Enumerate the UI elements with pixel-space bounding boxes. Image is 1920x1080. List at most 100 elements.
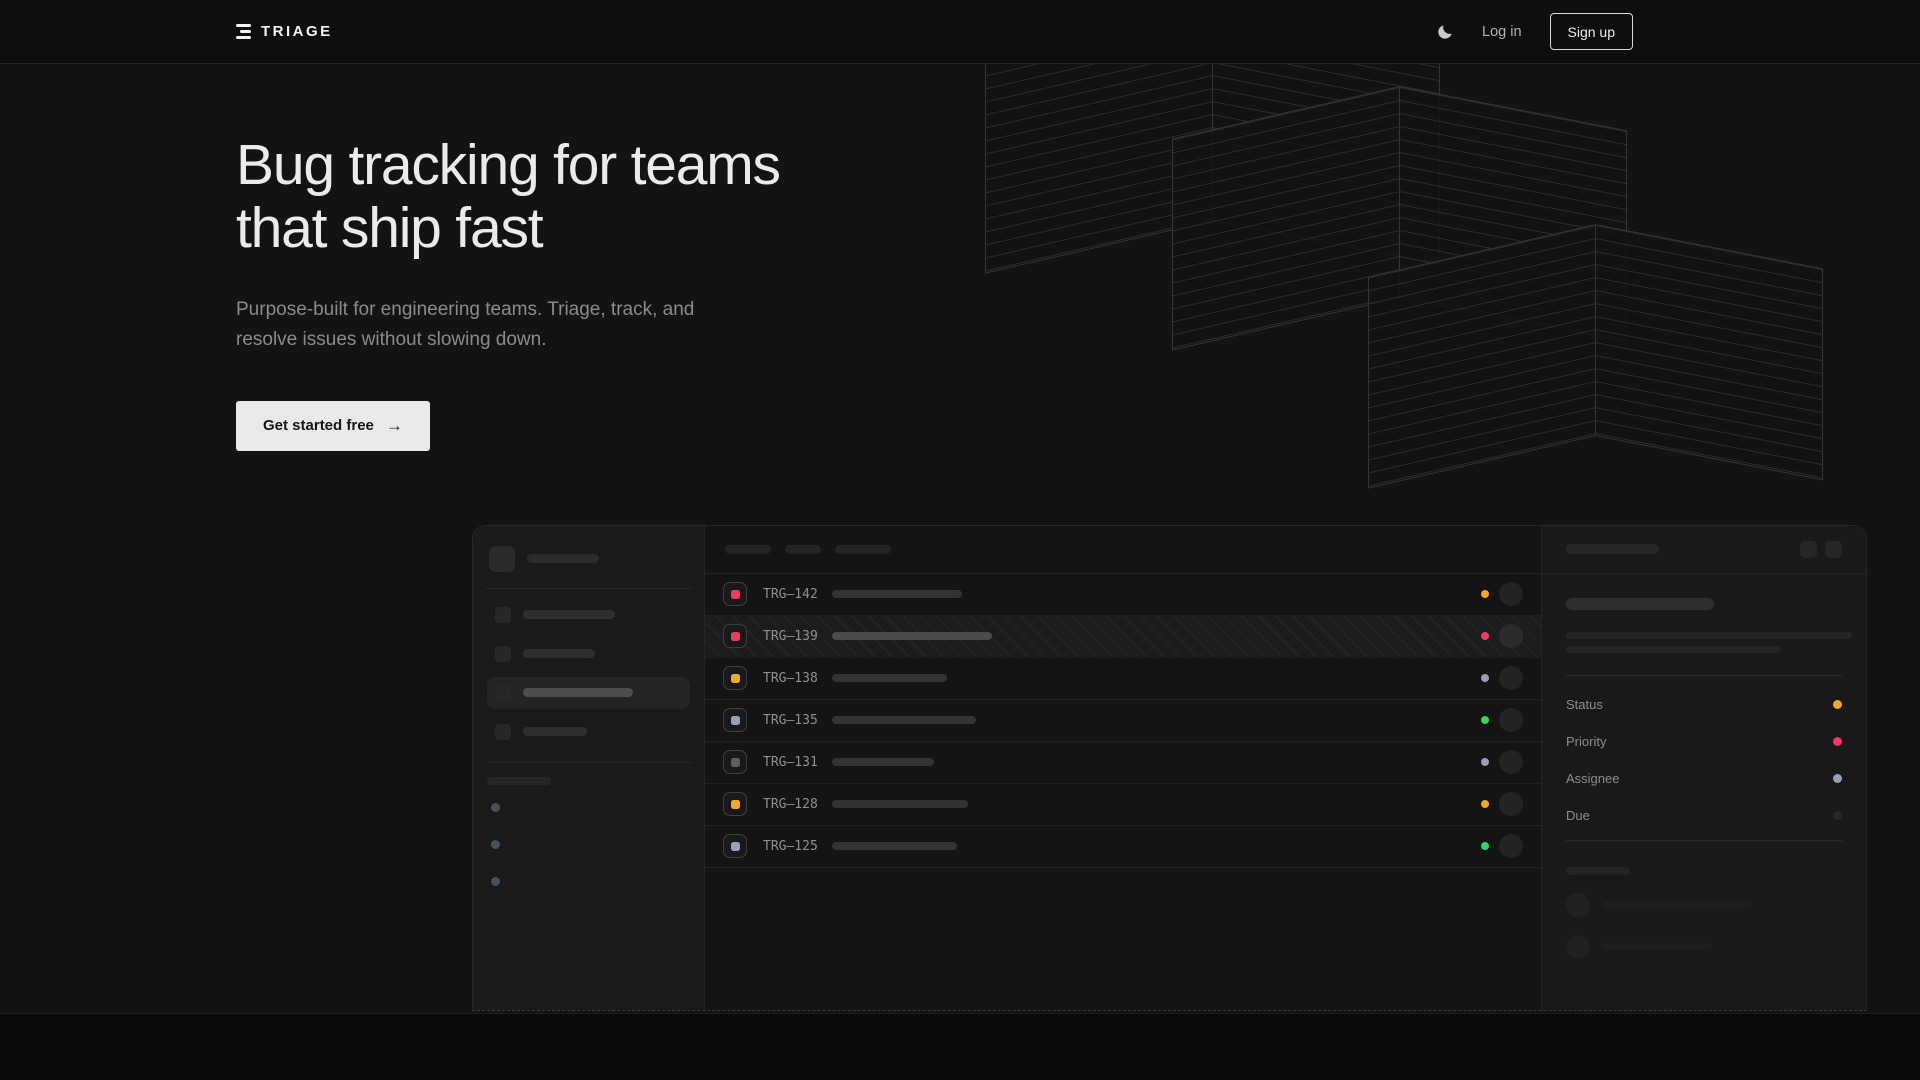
mockup-nav-item-active — [487, 676, 690, 709]
issue-row: TRG–142 — [705, 574, 1541, 616]
comment-row — [1566, 892, 1842, 917]
mockup-sidebar — [473, 525, 705, 1010]
issue-row: TRG–138 — [705, 658, 1541, 700]
comment-text-placeholder — [1602, 901, 1752, 909]
mockup-section-label-placeholder — [487, 776, 690, 785]
issue-description-placeholder — [1566, 631, 1852, 639]
issue-rows-container: TRG–142 TRG–139 TRG–138 TRG–135 — [705, 574, 1541, 868]
issue-title-skeleton — [831, 716, 976, 725]
issue-title-placeholder — [1566, 597, 1714, 610]
workspace-avatar-placeholder — [489, 545, 515, 572]
mockup-project-dot — [491, 876, 500, 886]
theme-toggle-button[interactable] — [1436, 23, 1454, 41]
issue-meta — [1481, 666, 1523, 691]
next-section-strip — [0, 1013, 1920, 1080]
issue-id: TRG–128 — [763, 796, 818, 812]
mockup-nav-item — [487, 638, 690, 670]
brand[interactable]: TRIAGE — [236, 23, 333, 40]
issue-id: TRG–125 — [763, 838, 818, 854]
property-value-dot — [1833, 773, 1842, 783]
mockup-panel-header — [1542, 526, 1866, 574]
property-value-dot — [1833, 699, 1842, 709]
property-label: Status — [1566, 696, 1603, 712]
issue-priority-icon — [723, 750, 747, 775]
issue-title-skeleton — [831, 758, 934, 767]
issue-priority-icon — [723, 666, 747, 691]
issue-id: TRG–131 — [763, 754, 818, 770]
cta-label: Get started free — [263, 417, 374, 435]
comment-avatar — [1566, 934, 1590, 959]
mockup-nav-item — [487, 716, 690, 748]
issue-meta — [1481, 750, 1523, 775]
issue-title-skeleton — [831, 674, 947, 683]
issue-status-dot — [1481, 716, 1489, 725]
property-row: Status — [1566, 686, 1842, 723]
mockup-project-dot — [491, 802, 500, 812]
comment-row — [1566, 934, 1842, 959]
issue-assignee-avatar — [1499, 666, 1523, 691]
divider — [1566, 674, 1842, 676]
issue-meta — [1481, 582, 1523, 607]
issue-status-dot — [1481, 800, 1489, 809]
issue-assignee-avatar — [1499, 708, 1523, 733]
issue-status-dot — [1481, 590, 1489, 599]
nav-actions: Log in Sign up — [1436, 13, 1633, 50]
issue-row: TRG–125 — [705, 826, 1541, 868]
filter-pill-placeholder — [725, 544, 771, 554]
issue-title-skeleton — [831, 632, 992, 641]
hero-title: Bug tracking for teams that ship fast — [236, 133, 1920, 261]
issue-priority-icon — [723, 582, 747, 607]
issue-meta — [1481, 792, 1523, 817]
issue-status-dot — [1481, 674, 1489, 683]
comment-text-placeholder — [1602, 943, 1712, 951]
issue-title-skeleton — [831, 590, 962, 599]
issue-meta — [1481, 624, 1523, 649]
property-row: Assignee — [1566, 760, 1842, 797]
issue-row: TRG–128 — [705, 784, 1541, 826]
brand-name: TRIAGE — [261, 23, 333, 40]
issue-row: TRG–139 — [705, 615, 1541, 658]
hero-title-line1: Bug tracking for teams — [236, 133, 781, 197]
mockup-list-header — [705, 526, 1541, 574]
panel-actions — [1800, 540, 1842, 558]
mockup-workspace-row — [487, 542, 690, 588]
issue-assignee-avatar — [1499, 834, 1523, 859]
issue-title-skeleton — [831, 842, 957, 851]
issue-assignee-avatar — [1499, 582, 1523, 607]
divider — [485, 761, 692, 763]
issue-assignee-avatar — [1499, 750, 1523, 775]
mockup-nav-item — [487, 599, 690, 631]
comments-label-placeholder — [1566, 866, 1630, 875]
issue-title-skeleton — [831, 800, 968, 809]
issue-priority-icon — [723, 834, 747, 859]
hero-content: Bug tracking for teams that ship fast Pu… — [0, 64, 1920, 1011]
signup-button[interactable]: Sign up — [1549, 13, 1633, 50]
property-label: Assignee — [1566, 770, 1620, 786]
property-row: Priority — [1566, 723, 1842, 760]
issue-id: TRG–135 — [763, 712, 818, 728]
issue-priority-icon — [723, 792, 747, 817]
hero-title-line2: that ship fast — [236, 196, 544, 261]
issue-id: TRG–142 — [763, 586, 818, 602]
issue-meta — [1481, 708, 1523, 733]
filter-pill-placeholder — [835, 544, 891, 554]
comment-avatar — [1566, 892, 1590, 917]
mockup-project-dot — [491, 839, 500, 849]
issue-priority-icon — [723, 708, 747, 733]
issue-id: TRG–138 — [763, 670, 818, 686]
issue-row: TRG–131 — [705, 742, 1541, 784]
nav-container: TRIAGE Log in Sign up — [0, 13, 1920, 50]
issue-description-placeholder — [1566, 645, 1780, 653]
issue-id: TRG–139 — [763, 628, 818, 644]
filter-pill-placeholder — [785, 544, 821, 554]
mockup-detail-panel: Status Priority Assignee Due — [1541, 525, 1866, 1010]
issue-status-dot — [1481, 758, 1489, 767]
triage-logo-icon — [236, 24, 251, 39]
issue-status-dot — [1481, 842, 1489, 851]
property-label: Priority — [1566, 733, 1607, 749]
divider — [485, 587, 692, 589]
property-value-dot — [1833, 810, 1842, 820]
get-started-button[interactable]: Get started free → — [236, 400, 430, 451]
login-link[interactable]: Log in — [1482, 23, 1522, 40]
property-value-dot — [1833, 736, 1842, 746]
